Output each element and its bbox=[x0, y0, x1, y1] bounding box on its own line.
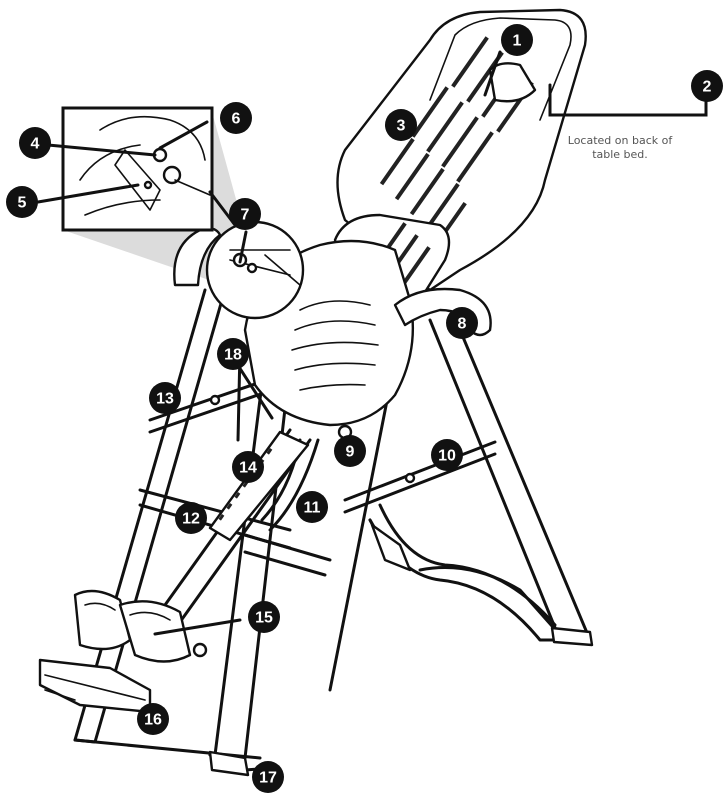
callout-11: 11 bbox=[296, 491, 328, 523]
note-line-2: table bed. bbox=[592, 148, 648, 161]
svg-text:11: 11 bbox=[304, 500, 321, 517]
back-of-bed-note: Located on back of table bed. bbox=[568, 134, 674, 161]
callout-4: 4 bbox=[19, 127, 51, 159]
svg-text:3: 3 bbox=[397, 118, 406, 135]
callout-16: 16 bbox=[137, 703, 169, 735]
svg-text:1: 1 bbox=[513, 33, 522, 50]
svg-text:4: 4 bbox=[31, 136, 40, 153]
svg-text:16: 16 bbox=[144, 712, 162, 729]
callout-5: 5 bbox=[6, 186, 38, 218]
callout-12: 12 bbox=[175, 502, 207, 534]
callout-18: 18 bbox=[217, 338, 249, 370]
callout-badges: 1 2 3 4 5 6 7 8 9 10 11 12 13 14 15 16 1… bbox=[6, 24, 723, 793]
callout-8: 8 bbox=[446, 307, 478, 339]
svg-text:5: 5 bbox=[18, 195, 27, 212]
svg-text:15: 15 bbox=[255, 610, 273, 627]
svg-text:7: 7 bbox=[241, 207, 250, 224]
callout-13: 13 bbox=[149, 382, 181, 414]
svg-text:17: 17 bbox=[259, 770, 277, 787]
callout-3: 3 bbox=[385, 109, 417, 141]
detail-circle bbox=[205, 220, 305, 320]
svg-text:8: 8 bbox=[458, 316, 467, 333]
svg-text:13: 13 bbox=[156, 391, 174, 408]
svg-text:10: 10 bbox=[438, 448, 456, 465]
callout-10: 10 bbox=[431, 439, 463, 471]
svg-text:9: 9 bbox=[346, 444, 355, 461]
callout-14: 14 bbox=[232, 451, 264, 483]
head-pillow bbox=[488, 62, 537, 103]
foot-platform bbox=[38, 658, 152, 714]
callout-7: 7 bbox=[229, 198, 261, 230]
callout-2: 2 bbox=[691, 70, 723, 102]
svg-text:18: 18 bbox=[224, 347, 242, 364]
handles bbox=[173, 227, 492, 337]
floor-feet bbox=[208, 523, 594, 777]
note-line-1: Located on back of bbox=[568, 134, 674, 147]
svg-text:6: 6 bbox=[232, 111, 241, 128]
inset-box bbox=[61, 106, 214, 232]
ankle-system bbox=[73, 589, 208, 663]
callout-1: 1 bbox=[501, 24, 533, 56]
callout-17: 17 bbox=[252, 761, 284, 793]
svg-text:14: 14 bbox=[239, 460, 257, 477]
callout-9: 9 bbox=[334, 435, 366, 467]
callout-6: 6 bbox=[220, 102, 252, 134]
svg-text:2: 2 bbox=[703, 79, 712, 96]
svg-text:12: 12 bbox=[182, 511, 200, 528]
callout-15: 15 bbox=[248, 601, 280, 633]
